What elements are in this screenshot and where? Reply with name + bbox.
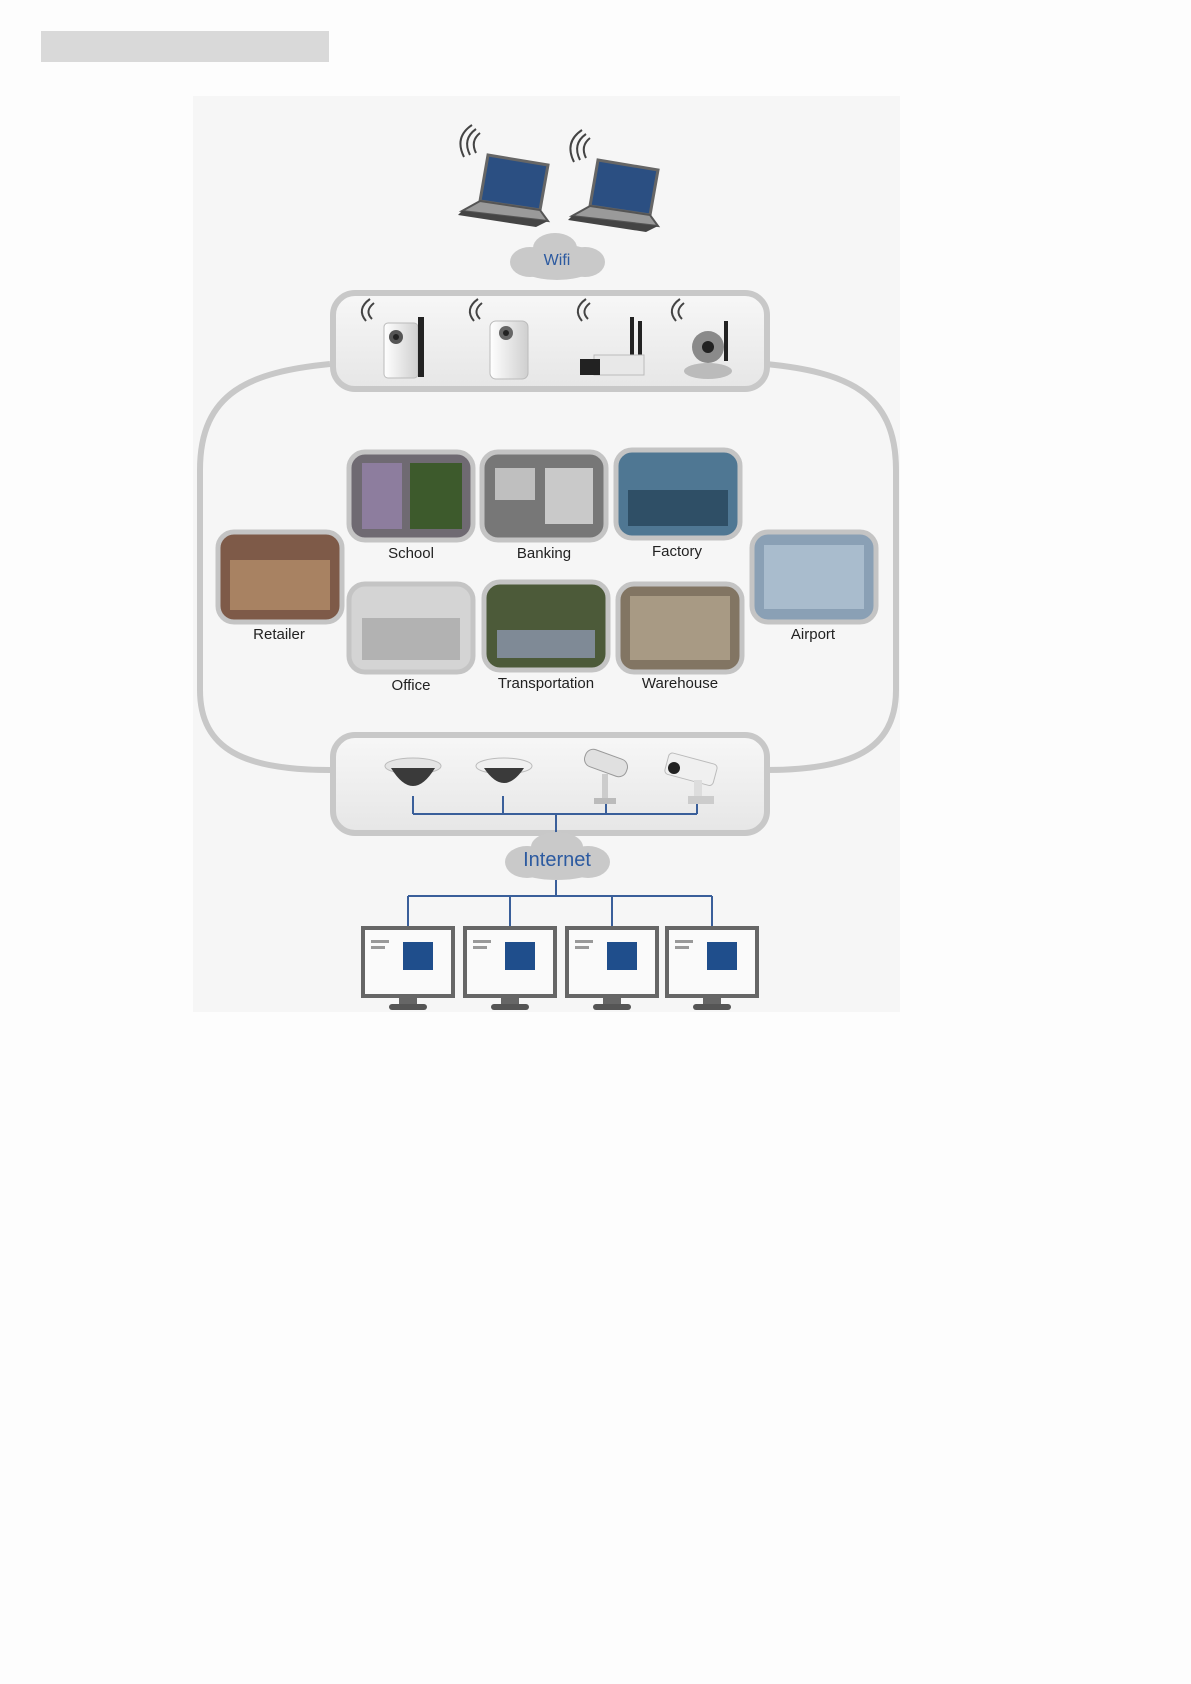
internet-label: Internet	[507, 849, 607, 872]
retailer-label: Retailer	[209, 626, 349, 643]
factory-label: Factory	[607, 543, 747, 560]
monitor-icon	[363, 928, 453, 1010]
airport-label: Airport	[743, 626, 883, 643]
banking-label: Banking	[474, 545, 614, 562]
laptop-icon	[568, 130, 658, 232]
warehouse-label: Warehouse	[610, 675, 750, 692]
monitor-connectors	[408, 880, 712, 928]
school-label: School	[341, 545, 481, 562]
laptop-icon	[458, 125, 548, 227]
monitor-icon	[465, 928, 555, 1010]
transportation-label: Transportation	[476, 675, 616, 692]
office-label: Office	[341, 677, 481, 694]
wifi-label: Wifi	[517, 252, 597, 270]
monitor-icon	[667, 928, 757, 1010]
monitor-icon	[567, 928, 657, 1010]
